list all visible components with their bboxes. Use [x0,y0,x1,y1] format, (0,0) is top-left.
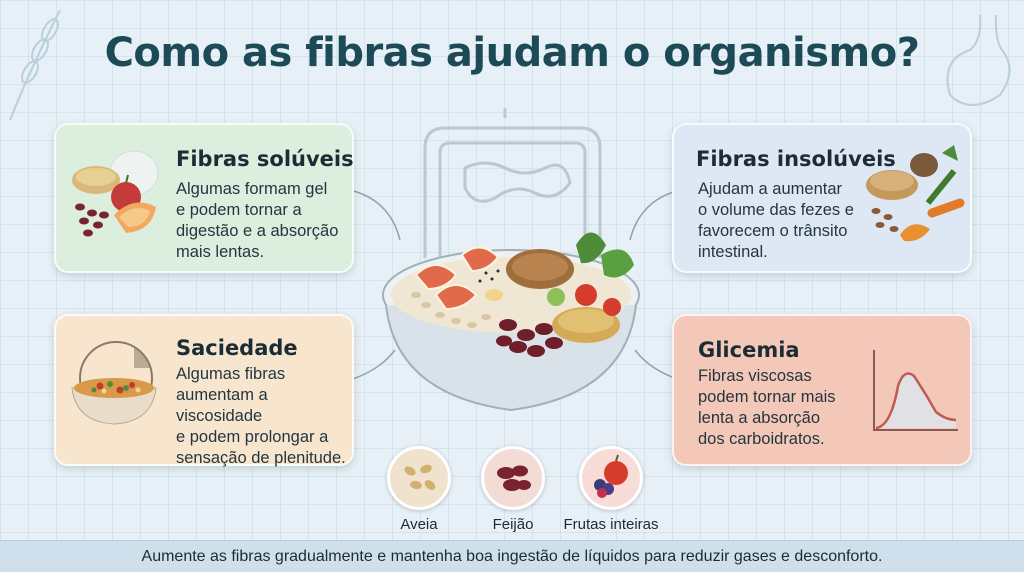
fruits-icon [579,446,643,510]
ingredient-fruits: Frutas inteiras [546,446,676,533]
ingredient-label: Frutas inteiras [563,516,659,533]
ingredient-label: Feijão [492,516,534,533]
card-insoluble-fibers: Fibras insolúveis Ajudam a aumentar o vo… [672,123,972,273]
card-soluble-fibers: Fibras solúveis Algumas formam gel e pod… [54,123,354,273]
ingredient-oats: Aveia [354,446,484,533]
oats-icon [387,446,451,510]
soup-bowl-icon [71,341,157,425]
ingredient-label: Aveia [400,516,438,533]
card-glycemia: Glicemia Fibras viscosas podem tornar ma… [672,314,972,466]
card-text: Fibras viscosas podem tornar mais lenta … [698,367,836,448]
card-satiety: Saciedade Algumas fibras aumentam a visc… [54,314,354,467]
insoluble-fibers-illustration-icon [866,145,965,242]
card-text: Ajudam a aumentar o volume das fezes e f… [698,180,854,261]
glucose-curve-icon [873,350,958,431]
intestine-outline-icon [423,108,602,258]
footer-note: Aumente as fibras gradualmente e mantenh… [0,540,1024,572]
card-heading: Fibras solúveis [176,147,354,171]
card-text: Algumas fibras aumentam a viscosidade e … [176,365,346,467]
soluble-fibers-illustration-icon [72,150,159,237]
ingredient-beans: Feijão [448,446,578,533]
stomach-decoration-icon [946,14,1011,106]
card-heading: Glicemia [698,338,800,362]
page-title: Como as fibras ajudam o organismo? [104,30,920,76]
wheat-decoration-icon [9,9,61,121]
card-heading: Saciedade [176,336,298,360]
card-heading: Fibras insolúveis [696,147,896,171]
card-text: Algumas formam gel e podem tornar a dige… [176,180,339,261]
fiber-bowl-illustration-icon [382,232,640,412]
beans-icon [481,446,545,510]
